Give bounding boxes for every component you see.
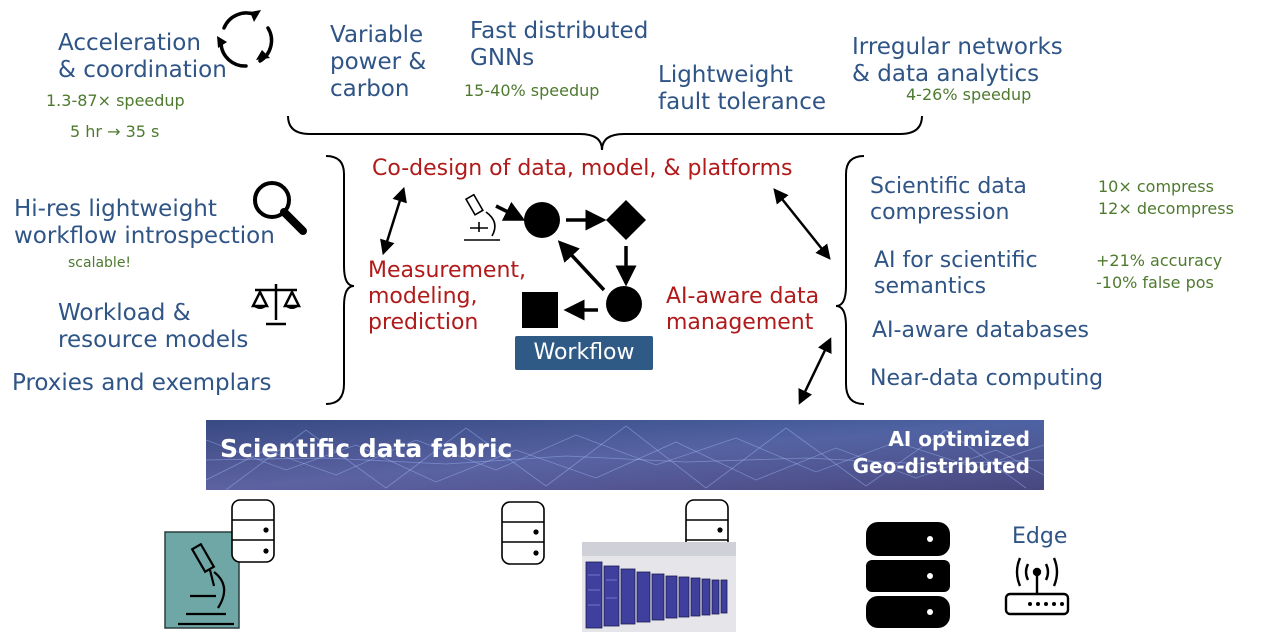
data-fabric-banner: Scientific data fabric AI optimized Geo-… [206,420,1044,490]
double-arrow-codesign-aiaware [773,188,831,260]
scalable-note: scalable! [68,255,132,271]
codesign-label: Co-design of data, model, & platforms [372,156,793,181]
power-carbon-label: Variable power & carbon [330,22,427,102]
semantics-label: AI for scientific semantics [874,248,1038,299]
microscope-small-icon [464,193,500,241]
supercomputer-racks [582,542,736,632]
workload-models-label: Workload & resource models [58,300,249,353]
database-icon-2 [501,501,545,565]
semantics-stats: +21% accuracy -10% false pos [1096,251,1223,292]
microscope-large-icon [178,542,234,626]
database-icon-1 [231,499,275,563]
left-brace [325,155,355,405]
ai-aware-data-management-label: AI-aware data management [666,284,820,335]
workflow-graph [495,200,646,328]
fault-tolerance-label: Lightweight fault tolerance [658,62,827,115]
near-data-computing-label: Near-data computing [870,366,1104,391]
ai-aware-databases-label: AI-aware databases [872,318,1089,343]
edge-label: Edge [1012,524,1068,549]
compression-stats: 10× compress 12× decompress [1098,177,1234,218]
cycle-arrows-icon [217,10,274,68]
network-mesh-background [206,420,1044,490]
gnn-label: Fast distributed GNNs [470,18,649,71]
right-brace [835,155,865,405]
double-arrow-aiaware-fabric [798,337,832,405]
irregular-networks-label: Irregular networks & data analytics [852,34,1063,87]
database-large-icon [866,522,950,628]
introspection-label: Hi-res lightweight workflow introspectio… [14,196,275,249]
scales-icon [250,284,302,326]
proxies-label: Proxies and exemplars [12,370,272,396]
top-brace [287,115,923,151]
fabric-title: Scientific data fabric [220,434,513,463]
workflow-label: Workflow [515,336,653,370]
double-arrow-codesign-measurement [380,186,407,256]
irregular-speedup: 4-26% speedup [906,85,1032,104]
acceleration-label: Acceleration & coordination [58,30,227,83]
gnn-speedup: 15-40% speedup [464,81,600,100]
acceleration-speedup: 1.3-87× speedup [46,91,185,110]
fabric-properties: AI optimized Geo-distributed [852,427,1030,478]
compression-label: Scientific data compression [870,174,1027,225]
acceleration-time: 5 hr → 35 s [70,122,160,141]
infrastructure-row [164,499,1070,632]
measurement-label: Measurement, modeling, prediction [368,258,527,335]
instrument-panel [164,531,240,629]
router-icon [1004,557,1070,616]
magnifier-icon [253,181,307,235]
